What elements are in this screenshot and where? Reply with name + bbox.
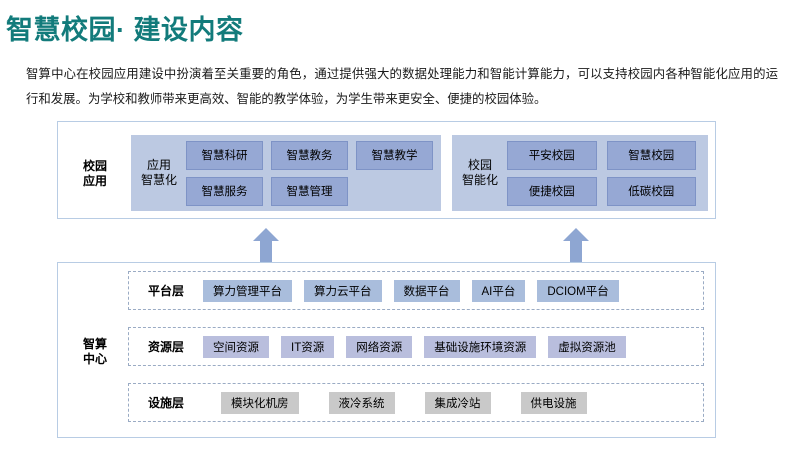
app-tag[interactable]: 低碳校园 bbox=[606, 176, 696, 206]
layer-chip[interactable]: 供电设施 bbox=[520, 391, 587, 414]
compute-center-side-label: 智算中心 bbox=[82, 337, 107, 366]
layer-chip[interactable]: IT资源 bbox=[281, 335, 335, 358]
layer-chip[interactable]: DCIOM平台 bbox=[537, 279, 619, 302]
app-tag-grid-smart-campus: 平安校园 智慧校园 便捷校园 低碳校园 bbox=[507, 140, 708, 206]
layer-chip[interactable]: 虚拟资源池 bbox=[548, 335, 626, 358]
layer-row-resource: 资源层 空间资源 IT资源 网络资源 基础设施环境资源 虚拟资源池 bbox=[128, 327, 704, 366]
layer-items-platform: 算力管理平台 算力云平台 数据平台 AI平台 DCIOM平台 bbox=[203, 279, 703, 302]
app-tag[interactable]: 智慧校园 bbox=[606, 140, 696, 170]
app-group-label-smart-applications: 应用智慧化 bbox=[141, 158, 178, 187]
layer-chip[interactable]: 算力云平台 bbox=[304, 279, 382, 302]
layer-chip[interactable]: 空间资源 bbox=[203, 335, 269, 358]
app-tag[interactable]: 智慧服务 bbox=[186, 176, 263, 206]
layer-chip[interactable]: 集成冷站 bbox=[424, 391, 491, 414]
app-group-smart-campus: 校园智能化 平安校园 智慧校园 便捷校园 低碳校园 bbox=[452, 135, 708, 211]
layer-chip[interactable]: AI平台 bbox=[471, 279, 526, 302]
layer-row-facility: 设施层 模块化机房 液冷系统 集成冷站 供电设施 bbox=[128, 383, 704, 422]
up-arrow-icon-left bbox=[253, 228, 279, 262]
layer-items-resource: 空间资源 IT资源 网络资源 基础设施环境资源 虚拟资源池 bbox=[203, 335, 703, 358]
app-tag[interactable]: 智慧科研 bbox=[186, 140, 263, 170]
app-tag[interactable]: 便捷校园 bbox=[507, 176, 597, 206]
layer-chip[interactable]: 算力管理平台 bbox=[203, 279, 292, 302]
app-group-label-smart-campus: 校园智能化 bbox=[462, 158, 499, 187]
up-arrow-icon-right bbox=[563, 228, 589, 262]
page-title: 智慧校园· 建设内容 bbox=[6, 15, 244, 45]
app-group-smart-applications: 应用智慧化 智慧科研 智慧教务 智慧教学 智慧服务 智慧管理 bbox=[131, 135, 441, 211]
campus-application-side-label: 校园应用 bbox=[82, 159, 107, 188]
layer-items-facility: 模块化机房 液冷系统 集成冷站 供电设施 bbox=[203, 391, 703, 414]
layer-row-platform: 平台层 算力管理平台 算力云平台 数据平台 AI平台 DCIOM平台 bbox=[128, 271, 704, 310]
app-tag[interactable]: 智慧教学 bbox=[356, 140, 433, 170]
app-tag[interactable]: 平安校园 bbox=[507, 140, 597, 170]
app-tag-grid-smart-applications: 智慧科研 智慧教务 智慧教学 智慧服务 智慧管理 bbox=[186, 140, 441, 206]
layer-label-facility: 设施层 bbox=[147, 396, 184, 410]
layer-label-platform: 平台层 bbox=[147, 284, 184, 298]
app-tag[interactable]: 智慧管理 bbox=[271, 176, 348, 206]
app-tag-placeholder bbox=[356, 177, 433, 206]
layer-chip[interactable]: 液冷系统 bbox=[328, 391, 395, 414]
description-paragraph: 智算中心在校园应用建设中扮演着至关重要的角色，通过提供强大的数据处理能力和智能计… bbox=[26, 67, 778, 106]
layer-chip[interactable]: 模块化机房 bbox=[221, 391, 299, 414]
app-tag[interactable]: 智慧教务 bbox=[271, 140, 348, 170]
layer-chip[interactable]: 网络资源 bbox=[346, 335, 413, 358]
layer-label-resource: 资源层 bbox=[147, 340, 184, 354]
layer-chip[interactable]: 数据平台 bbox=[393, 279, 460, 302]
layer-chip[interactable]: 基础设施环境资源 bbox=[424, 335, 537, 358]
